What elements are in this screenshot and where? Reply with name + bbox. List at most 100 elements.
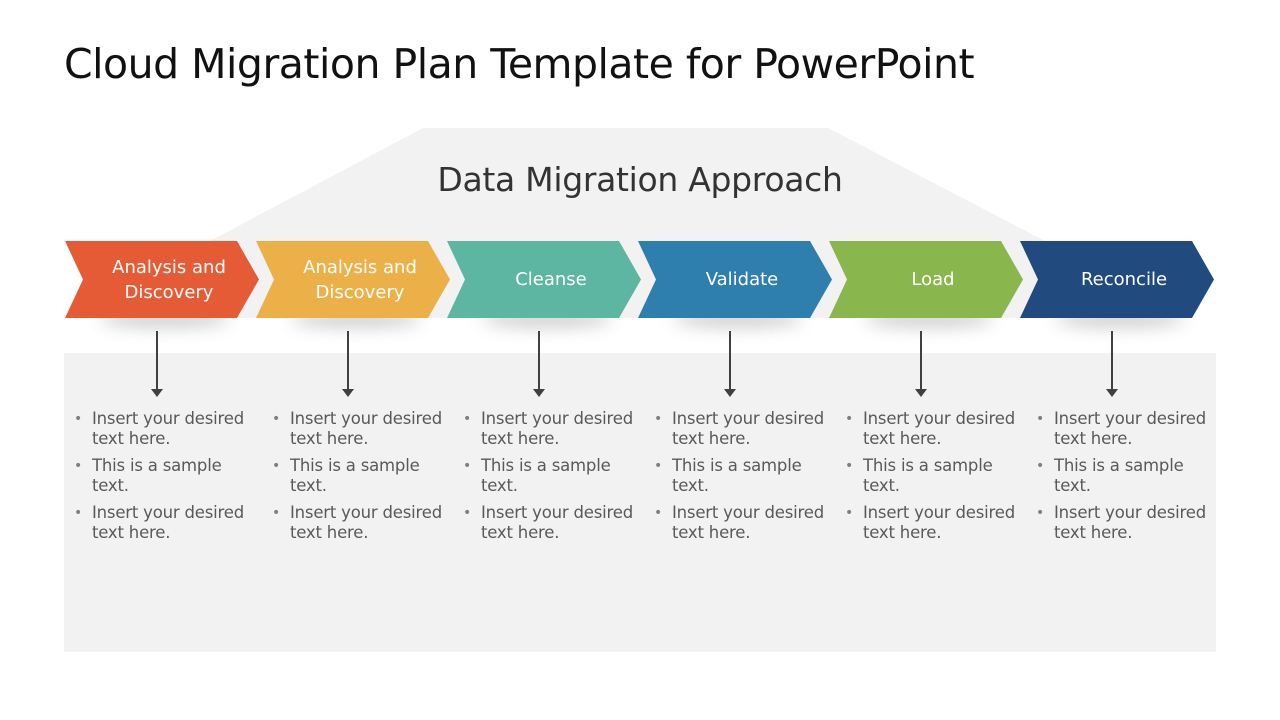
bullet-item: • This is a sample text. xyxy=(270,456,450,496)
step-details-3: •Insert your desired text here.•This is … xyxy=(461,409,641,550)
step-details-6: • Insert your desired text here. • This is … xyxy=(1034,409,1214,550)
bullet-item: • Insert your desired text here. xyxy=(72,409,252,449)
bullet-dot-icon: • xyxy=(463,411,472,427)
down-arrow-line xyxy=(347,331,349,391)
step-label-line1: Cleanse xyxy=(515,269,587,290)
step-details-5: • Insert your desired text here. • This is … xyxy=(843,409,1023,550)
bullet-text: Insert your desired text here. xyxy=(863,409,1015,448)
bullet-item: • This is a sample text. xyxy=(1034,456,1214,496)
chevron-shape xyxy=(829,241,1023,318)
bullet-list: • Insert your desired text here. • This is … xyxy=(72,409,252,543)
down-arrow-icon xyxy=(151,389,163,397)
bullet-item: • Insert your desired text here. xyxy=(652,503,832,543)
bullet-dot-icon: • xyxy=(654,411,663,427)
step-chevron-3[interactable]: Cleanse xyxy=(447,241,641,318)
step-label: Load xyxy=(849,241,1017,318)
step-details-4: • Insert your desired text here. • This is … xyxy=(652,409,832,550)
chevron-shape xyxy=(1020,241,1214,318)
step-chevron-4[interactable]: Validate xyxy=(638,241,832,318)
down-arrow-icon xyxy=(1106,389,1118,397)
step-label-line1: Analysis and xyxy=(112,256,226,278)
bullet-item: • Insert your desired text here. xyxy=(1034,409,1214,449)
bullet-item: •This is a sample text. xyxy=(461,456,641,496)
down-arrow-line xyxy=(538,331,540,391)
step-label-line1: Validate xyxy=(705,269,779,290)
step-label: Reconcile xyxy=(1040,241,1208,318)
step-chevron-6[interactable]: Reconcile xyxy=(1020,241,1214,318)
bullet-text: Insert your desired text here. xyxy=(672,503,824,542)
bullet-dot-icon: • xyxy=(1036,458,1045,474)
chevron-shape xyxy=(638,241,832,318)
step-chevron-5[interactable]: Load xyxy=(829,241,1023,318)
bullet-item: • Insert your desired text here. xyxy=(72,503,252,543)
bullet-dot-icon: • xyxy=(272,458,281,474)
bullet-text: Insert your desired text here. xyxy=(1054,503,1206,542)
down-arrow-line xyxy=(920,331,922,391)
bullet-text: This is a sample text. xyxy=(481,456,611,495)
details-panel xyxy=(64,353,1216,652)
step-details-1: • Insert your desired text here. • This is … xyxy=(72,409,252,550)
bullet-item: • Insert your desired text here. xyxy=(843,409,1023,449)
bullet-text: Insert your desired text here. xyxy=(863,503,1015,542)
bullet-dot-icon: • xyxy=(654,505,663,521)
bullet-text: Insert your desired text here. xyxy=(481,409,633,448)
bullet-list: • Insert your desired text here. • This is … xyxy=(270,409,450,543)
bullet-text: This is a sample text. xyxy=(672,456,802,495)
down-arrow-icon xyxy=(915,389,927,397)
bullet-dot-icon: • xyxy=(845,505,854,521)
bullet-list: • Insert your desired text here. • This is … xyxy=(1034,409,1214,543)
down-arrow-icon xyxy=(342,389,354,397)
down-arrow-line xyxy=(729,331,731,391)
down-arrow-line xyxy=(1111,331,1113,391)
down-arrow-icon xyxy=(724,389,736,397)
slide-title: Cloud Migration Plan Template for PowerP… xyxy=(64,40,975,88)
bullet-dot-icon: • xyxy=(272,411,281,427)
bullet-list: • Insert your desired text here. • This is … xyxy=(843,409,1023,543)
bullet-item: • Insert your desired text here. xyxy=(270,503,450,543)
bullet-item: • Insert your desired text here. xyxy=(652,409,832,449)
bullet-text: Insert your desired text here. xyxy=(1054,409,1206,448)
bullet-text: Insert your desired text here. xyxy=(92,409,244,448)
bullet-text: This is a sample text. xyxy=(863,456,993,495)
step-details-2: • Insert your desired text here. • This is … xyxy=(270,409,450,550)
bullet-dot-icon: • xyxy=(845,411,854,427)
chevron-shape xyxy=(447,241,641,318)
step-label-line2: Discovery xyxy=(315,281,405,303)
bullet-dot-icon: • xyxy=(654,458,663,474)
chevron-shape xyxy=(256,241,450,318)
bullet-dot-icon: • xyxy=(845,458,854,474)
chevron-shape xyxy=(65,241,259,318)
step-label-line2: Discovery xyxy=(124,281,214,303)
bullet-dot-icon: • xyxy=(272,505,281,521)
bullet-text: Insert your desired text here. xyxy=(92,503,244,542)
step-label: Cleanse xyxy=(467,241,635,318)
bullet-item: • This is a sample text. xyxy=(843,456,1023,496)
bullet-item: • Insert your desired text here. xyxy=(461,503,641,543)
bullet-list: • Insert your desired text here. • This is … xyxy=(652,409,832,543)
bullet-dot-icon: • xyxy=(1036,411,1045,427)
bullet-text: Insert your desired text here. xyxy=(290,409,442,448)
bullet-text: This is a sample text. xyxy=(92,456,222,495)
bullet-text: This is a sample text. xyxy=(1054,456,1184,495)
down-arrow-line xyxy=(156,331,158,391)
bullet-dot-icon: • xyxy=(74,505,83,521)
bullet-item: •Insert your desired text here. xyxy=(1034,503,1214,543)
bullet-dot-icon: • xyxy=(463,505,472,521)
bullet-item: • Insert your desired text here. xyxy=(843,503,1023,543)
bullet-text: Insert your desired text here. xyxy=(481,503,633,542)
bullet-dot-icon: • xyxy=(74,458,83,474)
step-label-line1: Reconcile xyxy=(1080,269,1168,290)
bullet-dot-icon: • xyxy=(74,411,83,427)
down-arrow-icon xyxy=(533,389,545,397)
diagram-subtitle: Data Migration Approach xyxy=(437,160,843,199)
step-label-line1: Analysis and xyxy=(303,256,417,278)
bullet-text: Insert your desired text here. xyxy=(290,503,442,542)
bullet-item: • This is a sample text. xyxy=(652,456,832,496)
bullet-text: Insert your desired text here. xyxy=(672,409,824,448)
bullet-text: This is a sample text. xyxy=(290,456,420,495)
bullet-list: •Insert your desired text here.•This is … xyxy=(461,409,641,543)
